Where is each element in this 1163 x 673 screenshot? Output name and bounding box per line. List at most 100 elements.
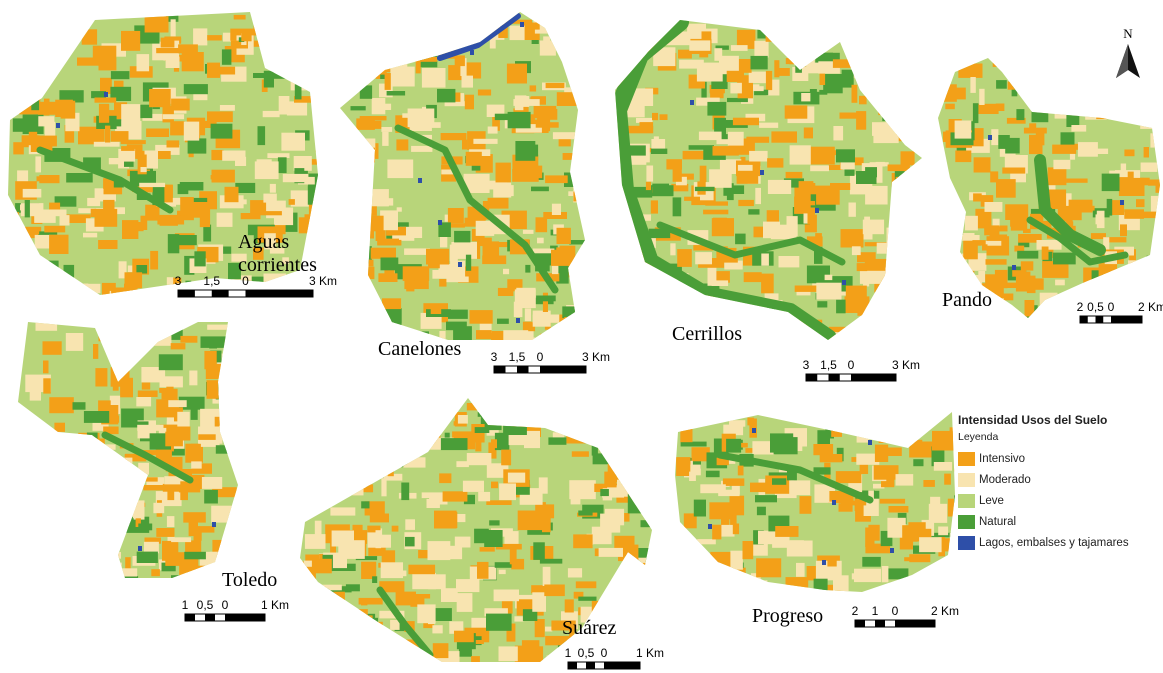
parcel <box>543 410 562 416</box>
parcel <box>347 160 357 174</box>
parcel <box>836 299 846 314</box>
parcel <box>188 150 194 158</box>
parcel <box>408 24 427 44</box>
parcel <box>477 412 487 417</box>
parcel <box>582 58 585 70</box>
map-aguas-corrientes: Aguas corrientes <box>8 12 318 295</box>
parcel <box>136 265 148 274</box>
parcel <box>144 14 169 33</box>
map-title-line-1: Aguas <box>238 231 289 253</box>
parcel <box>980 195 994 207</box>
parcel <box>787 470 797 481</box>
parcel <box>570 325 582 340</box>
parcel <box>1053 159 1071 170</box>
parcel <box>315 204 318 214</box>
parcel <box>170 343 186 350</box>
parcel <box>54 486 65 503</box>
parcel <box>905 104 915 123</box>
parcel <box>869 38 880 52</box>
parcel <box>454 230 471 243</box>
parcel <box>26 500 44 515</box>
parcel <box>456 461 469 468</box>
parcel <box>216 66 236 75</box>
parcel <box>440 236 448 248</box>
parcel <box>653 136 659 153</box>
parcel <box>225 440 238 452</box>
parcel <box>166 386 174 403</box>
parcel <box>432 625 443 634</box>
parcel <box>438 222 451 237</box>
parcel <box>575 402 591 419</box>
parcel <box>796 288 811 296</box>
parcel <box>992 60 1012 67</box>
parcel <box>141 367 166 383</box>
parcel <box>119 576 139 578</box>
parcel <box>454 630 474 643</box>
parcel <box>1000 282 1022 288</box>
parcel <box>609 589 620 604</box>
parcel <box>427 541 451 561</box>
parcel <box>378 273 398 282</box>
parcel <box>489 36 496 49</box>
parcel <box>981 240 1002 246</box>
parcel <box>653 47 676 67</box>
parcel <box>64 125 75 143</box>
parcel <box>616 210 632 229</box>
parcel <box>887 517 906 538</box>
parcel <box>522 229 534 234</box>
parcel <box>35 522 44 528</box>
parcel <box>882 114 892 122</box>
parcel <box>689 471 696 481</box>
parcel <box>322 618 349 626</box>
parcel <box>166 277 174 285</box>
parcel <box>895 474 914 486</box>
parcel <box>215 382 237 400</box>
parcel <box>1088 148 1109 154</box>
parcel <box>32 508 58 520</box>
parcel <box>1120 224 1127 237</box>
parcel <box>583 406 598 418</box>
parcel <box>566 413 582 420</box>
parcel <box>204 489 218 504</box>
parcel <box>536 295 556 302</box>
parcel <box>210 123 233 139</box>
parcel <box>840 229 864 248</box>
parcel <box>695 302 716 322</box>
scale-label: 2 Km <box>931 604 959 618</box>
parcel <box>368 215 384 232</box>
parcel <box>413 594 431 599</box>
parcel <box>919 188 922 193</box>
parcel <box>22 569 41 578</box>
parcel <box>608 644 631 651</box>
land-use-parcels <box>340 12 585 340</box>
parcel <box>358 327 379 340</box>
parcel <box>20 203 44 217</box>
parcel <box>312 19 318 35</box>
parcel <box>785 577 809 592</box>
natural-corridor <box>101 431 194 484</box>
parcel <box>707 265 717 286</box>
parcel <box>626 145 646 156</box>
parcel <box>140 215 148 230</box>
parcel <box>532 314 560 323</box>
parcel <box>231 537 238 553</box>
parcel <box>449 244 458 262</box>
parcel <box>828 164 843 170</box>
parcel <box>799 496 812 514</box>
parcel <box>293 156 312 171</box>
parcel <box>984 225 1000 236</box>
parcel <box>600 423 619 433</box>
parcel <box>749 150 768 162</box>
parcel <box>440 438 468 451</box>
scale-label: 3 Km <box>892 358 920 372</box>
parcel <box>1066 107 1080 127</box>
parcel <box>607 417 627 432</box>
parcel <box>20 476 38 483</box>
parcel <box>801 93 811 102</box>
parcel <box>230 40 248 49</box>
parcel <box>20 255 42 269</box>
parcel <box>873 324 883 334</box>
parcel <box>149 89 171 108</box>
parcel <box>852 238 861 244</box>
parcel <box>943 246 952 253</box>
